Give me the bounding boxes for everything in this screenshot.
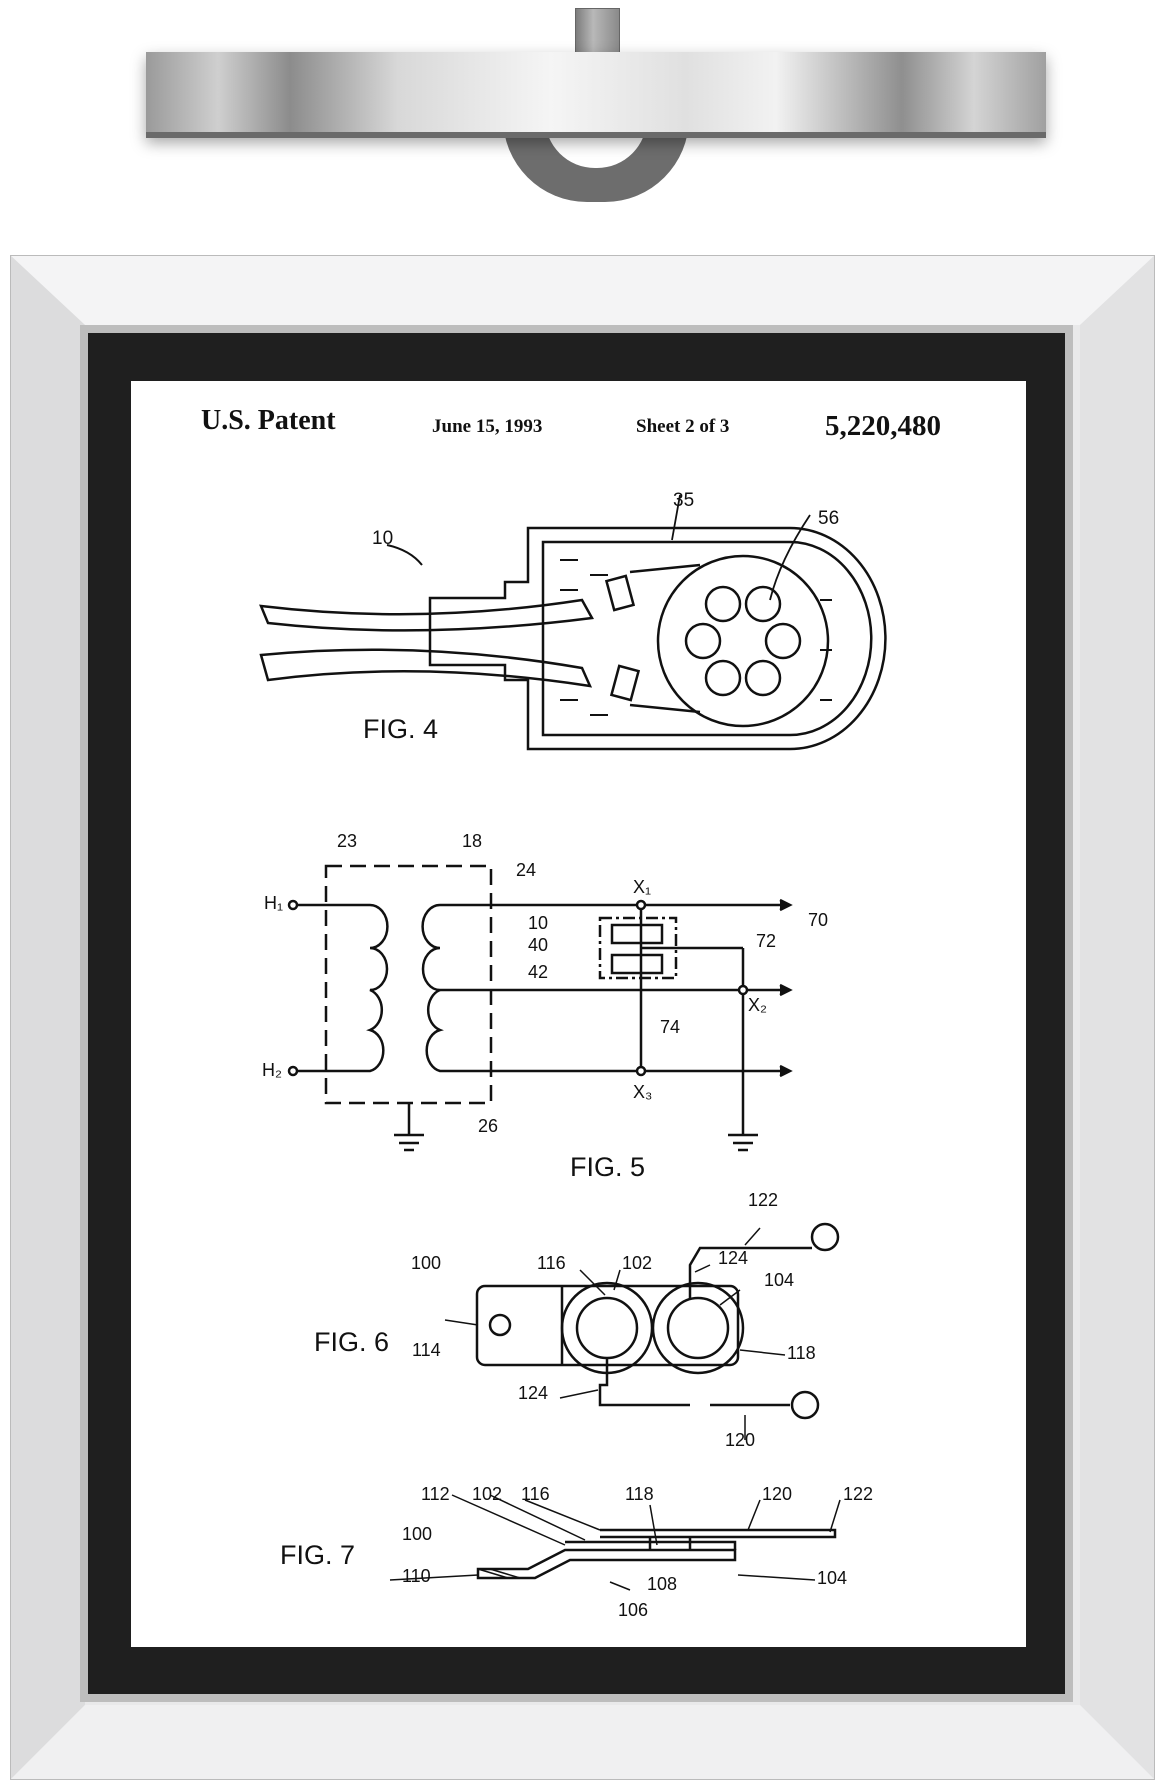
fig6-drawing (475, 1222, 840, 1420)
fig6-ref: 118 (787, 1343, 816, 1363)
fig7-ref: 102 (472, 1484, 503, 1504)
fig5-ref: H₁ (264, 893, 284, 913)
frame-bevels (10, 255, 1155, 1780)
fig7-ref: 108 (647, 1574, 678, 1594)
fig7-ref: 104 (817, 1568, 848, 1588)
fig6-ref: 122 (748, 1190, 779, 1210)
fig7-drawing (476, 1528, 837, 1580)
fig6-ref: 124 (718, 1248, 749, 1268)
fig6-ref: 100 (411, 1253, 442, 1273)
fig5-ref: X₃ (633, 1082, 653, 1102)
fig6-ref: 104 (764, 1270, 795, 1290)
fig4-drawing (259, 494, 887, 751)
fig6-label: FIG. 6 (314, 1327, 390, 1357)
fig5-ref: 18 (462, 831, 483, 851)
fig7-ref: 122 (843, 1484, 874, 1504)
fig5-ref: X₁ (633, 877, 652, 897)
patent-number: 5,220,480 (825, 410, 941, 442)
fig5-ref: X₂ (748, 995, 767, 1015)
fig7-ref: 106 (618, 1600, 649, 1620)
fig4-ref: 10 (372, 528, 394, 549)
fig6-ref: 124 (518, 1383, 549, 1403)
fig5-ref: 72 (756, 931, 777, 951)
fig5-ref: 23 (337, 831, 358, 851)
fig4-ref: 56 (818, 508, 840, 529)
fig5-ref: 74 (660, 1017, 681, 1037)
fig4-ref: 35 (673, 490, 695, 511)
fig6-ref: 120 (725, 1430, 756, 1450)
hanger-hook (575, 8, 620, 60)
fig7-ref: 120 (762, 1484, 793, 1504)
fig5-ref: H₂ (262, 1060, 282, 1080)
fig7-ref: 118 (625, 1484, 654, 1504)
fig7-ref: 100 (402, 1524, 433, 1544)
fig7-ref: 112 (421, 1484, 450, 1504)
fig5-drawing (287, 864, 793, 1152)
hanger-bar-edge (146, 132, 1046, 138)
patent-title: U.S. Patent (201, 405, 336, 436)
fig7-ref: 116 (521, 1484, 550, 1504)
fig6-ref: 116 (537, 1253, 566, 1273)
fig5-ref: 42 (528, 962, 549, 982)
patent-sheet: Sheet 2 of 3 (636, 416, 730, 437)
fig5-ref: 24 (516, 860, 537, 880)
fig7-label: FIG. 7 (280, 1540, 356, 1570)
fig5-ref: 10 (528, 913, 549, 933)
fig6-ref: 114 (412, 1340, 441, 1360)
fig5-ref: 26 (478, 1116, 499, 1136)
fig5-ref: 40 (528, 935, 549, 955)
fig7-ref: 110 (402, 1566, 431, 1586)
patent-date: June 15, 1993 (432, 416, 543, 437)
fig4-label: FIG. 4 (363, 714, 439, 744)
fig6-ref: 102 (622, 1253, 653, 1273)
fig5-label: FIG. 5 (570, 1152, 646, 1182)
hanger-bar (146, 52, 1046, 137)
fig5-ref: 70 (808, 910, 829, 930)
